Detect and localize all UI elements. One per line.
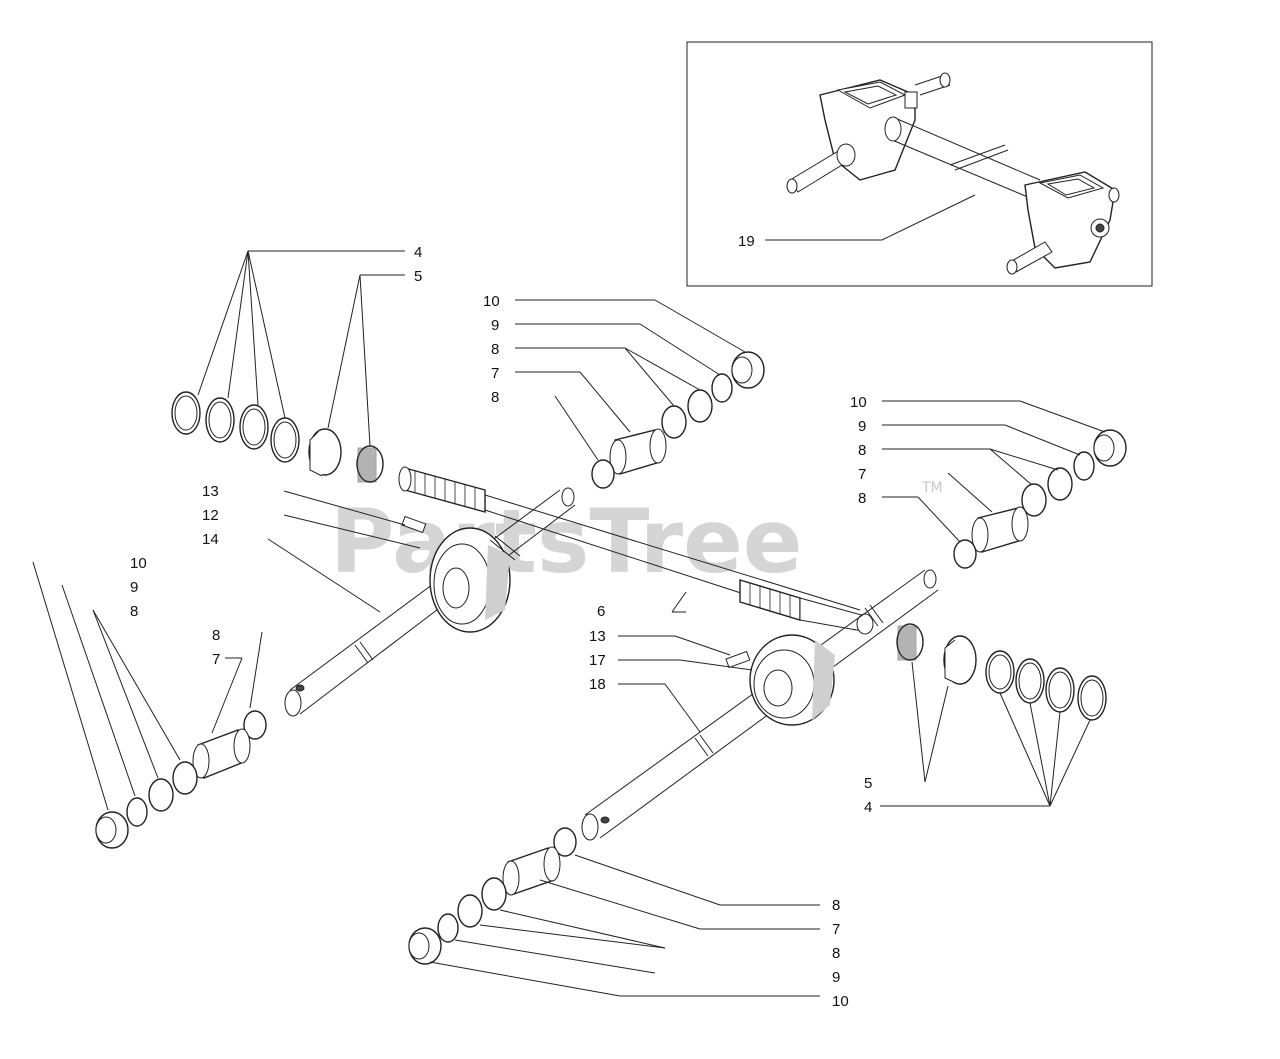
callout-19: 19	[738, 233, 755, 250]
inset-transaxle-assembly: 19	[686, 41, 1153, 287]
top-left-rings-group	[171, 391, 384, 483]
callout-9-top-right: 9	[858, 418, 866, 435]
inset-right-gearbox-drawing	[1006, 171, 1120, 275]
callout-8-bottom-b: 8	[832, 945, 840, 962]
callout-9-lower-left: 9	[130, 579, 138, 596]
callout-7-top-right: 7	[858, 466, 866, 483]
callout-4-right: 4	[864, 799, 872, 816]
callout-9-top-center: 9	[491, 317, 499, 334]
callout-8-top-center-b: 8	[491, 389, 499, 406]
inset-axle-tube-drawing	[884, 116, 1041, 201]
watermark-text: PartsTree	[330, 490, 802, 593]
callout-13-left: 13	[202, 483, 219, 500]
callout-14-left: 14	[202, 531, 219, 548]
center-callout-lines	[618, 591, 753, 733]
right-callout-lines	[880, 661, 1091, 807]
callout-10-top-center: 10	[483, 293, 500, 310]
callout-5-top-left: 5	[414, 268, 422, 285]
callout-8-top-center-a: 8	[491, 341, 499, 358]
left-axle-shaft-drawing	[284, 487, 576, 717]
callout-12-left: 12	[202, 507, 219, 524]
callout-8-lower-left: 8	[130, 603, 138, 620]
lower-left-callout-lines	[32, 561, 263, 811]
top-left-callout-lines	[197, 250, 405, 447]
right-axle-shaft-drawing	[581, 569, 939, 841]
callout-13-center: 13	[589, 628, 606, 645]
callout-4-top-left: 4	[414, 244, 422, 261]
callout-10-bottom: 10	[832, 993, 849, 1010]
left-callout-lines	[267, 490, 421, 613]
callout-7-top-center: 7	[491, 365, 499, 382]
top-center-parts-group	[591, 351, 765, 489]
worm-shaft-drawing	[398, 466, 874, 635]
callout-8-lower-middle: 8	[212, 627, 220, 644]
callout-8-top-right-b: 8	[858, 490, 866, 507]
callout-7-lower-middle: 7	[212, 651, 220, 668]
bottom-callout-lines	[429, 854, 820, 997]
right-gear-drawing	[749, 634, 835, 726]
callout-10-lower-left: 10	[130, 555, 147, 572]
callout-10-top-right: 10	[850, 394, 867, 411]
callout-17-center: 17	[589, 652, 606, 669]
inset-left-gearbox-drawing	[786, 72, 951, 194]
left-gear-drawing	[429, 527, 511, 633]
lower-left-parts-group	[95, 710, 267, 849]
callout-18-center: 18	[589, 676, 606, 693]
callout-6-center: 6	[597, 603, 605, 620]
bottom-parts-group	[408, 827, 577, 965]
right-bearings-group	[896, 623, 1107, 721]
callout-8-bottom-a: 8	[832, 897, 840, 914]
top-right-parts-group	[953, 429, 1127, 569]
watermark-trademark: TM	[921, 480, 943, 496]
callout-7-bottom: 7	[832, 921, 840, 938]
callout-9-bottom: 9	[832, 969, 840, 986]
callout-5-right: 5	[864, 775, 872, 792]
top-center-callout-lines	[515, 299, 746, 461]
callout-8-top-right-a: 8	[858, 442, 866, 459]
top-right-callout-lines	[882, 400, 1106, 543]
